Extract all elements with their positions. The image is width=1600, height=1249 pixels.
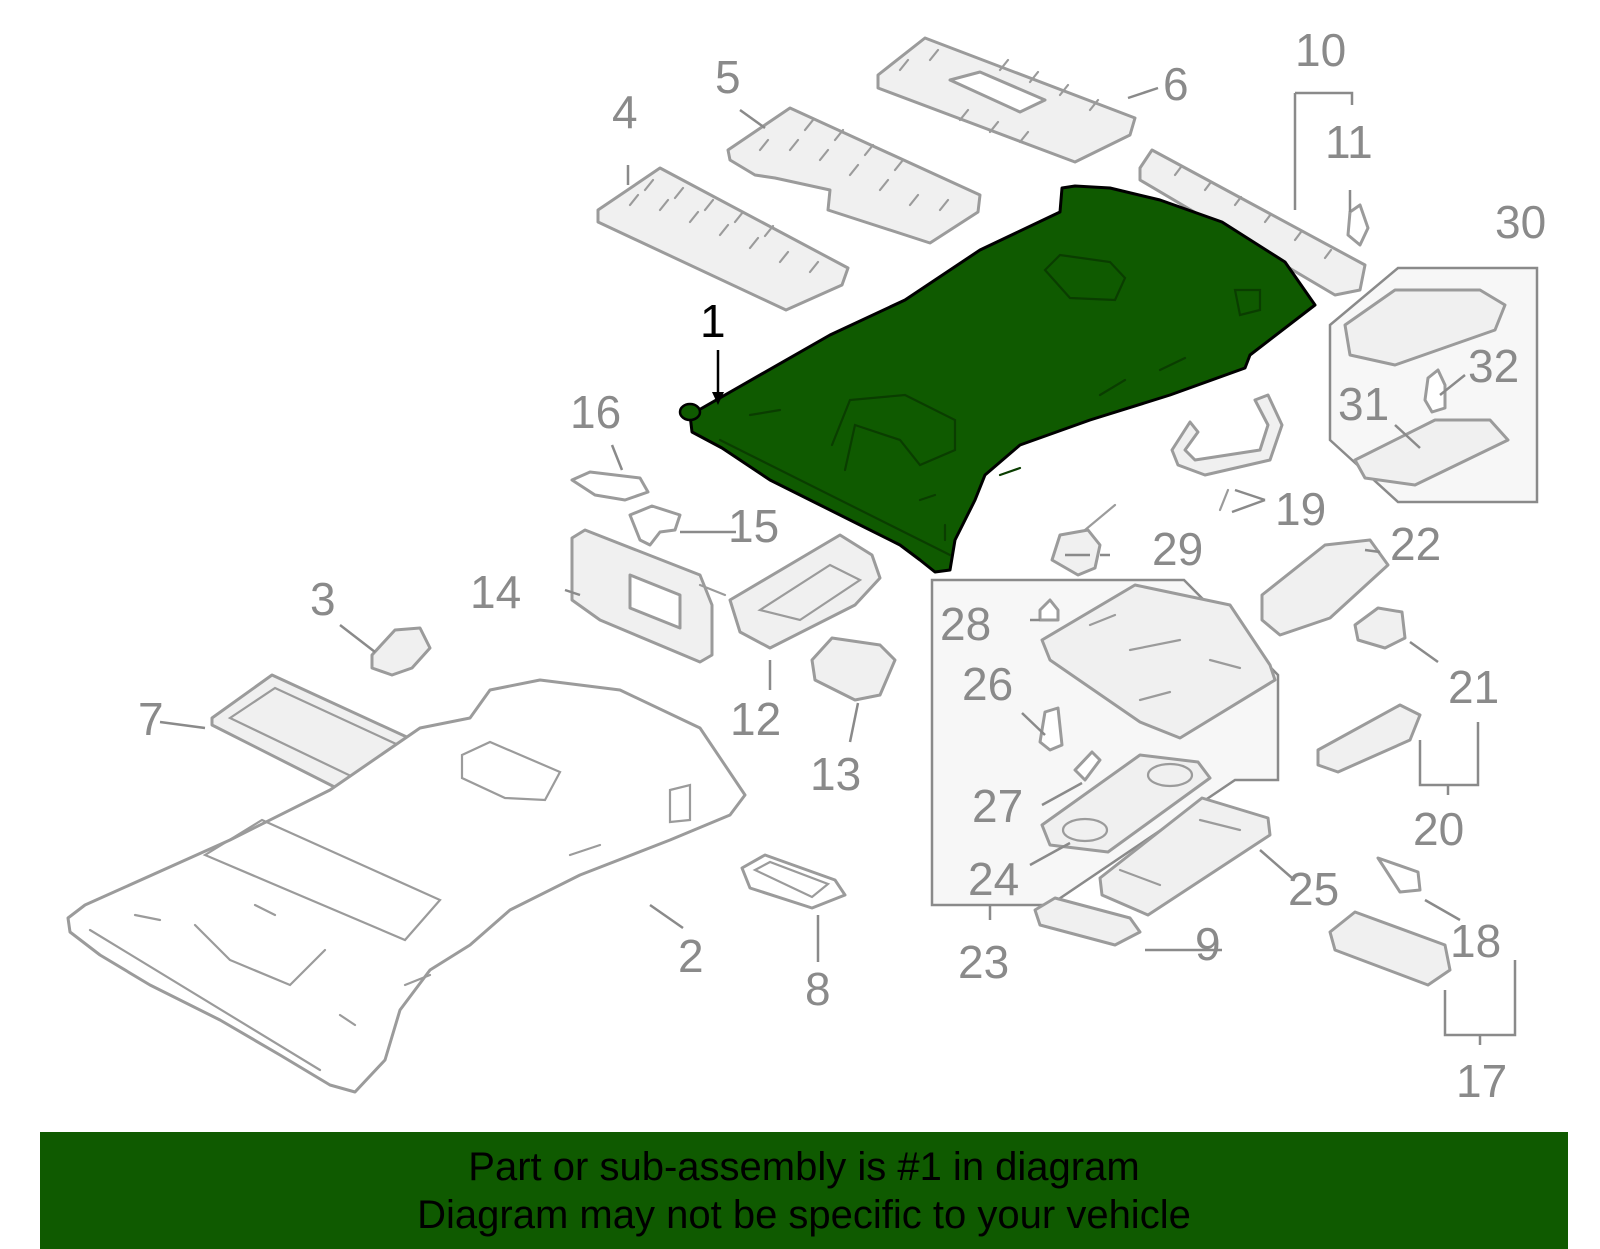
part-11-clip[interactable] (1346, 203, 1370, 247)
part-13-lamp[interactable] (810, 636, 897, 702)
callout-1: 1 (700, 295, 726, 347)
callout-29: 29 (1152, 523, 1203, 575)
callout-30: 30 (1495, 196, 1546, 248)
part-20-switch-strip[interactable] (1316, 703, 1422, 774)
part-6-insulator[interactable] (876, 36, 1137, 164)
part-3-clip[interactable] (370, 626, 432, 677)
part-19-grab-handle[interactable] (1170, 393, 1284, 512)
part-16-bracket[interactable] (570, 470, 650, 502)
callout-19: 19 (1275, 483, 1326, 535)
part-4-insulator[interactable] (596, 166, 850, 312)
callout-25: 25 (1288, 863, 1339, 915)
part-21-switch[interactable] (1353, 606, 1407, 650)
part-25-lens-panel[interactable] (1098, 796, 1272, 917)
callout-9: 9 (1195, 918, 1221, 970)
callout-32: 32 (1468, 340, 1519, 392)
part-26-bulb[interactable] (1038, 706, 1064, 752)
callout-10: 10 (1295, 24, 1346, 76)
callout-28: 28 (940, 598, 991, 650)
part-12-console-housing[interactable] (698, 533, 882, 650)
part-22-bracket[interactable] (1260, 538, 1390, 637)
part-10-rail[interactable] (1138, 148, 1367, 297)
part-23-overhead-console[interactable] (1040, 583, 1277, 740)
callout-27: 27 (972, 780, 1023, 832)
part-32-bulb[interactable] (1423, 368, 1447, 414)
callout-6: 6 (1163, 58, 1189, 110)
callout-5: 5 (715, 51, 741, 103)
part-28-clip[interactable] (1038, 598, 1060, 622)
part-24-lens[interactable] (1040, 753, 1212, 854)
part-30-console[interactable] (1343, 288, 1507, 367)
part-18-bulb[interactable] (1376, 856, 1422, 894)
part-14-sun-visor[interactable] (570, 528, 714, 664)
part-31-cover[interactable] (1353, 418, 1510, 487)
part-2-headliner-outline[interactable] (66, 678, 747, 1094)
callout-18: 18 (1450, 915, 1501, 967)
callout-2: 2 (678, 930, 704, 982)
callout-4: 4 (612, 86, 638, 138)
footer-banner: Part or sub-assembly is #1 in diagram Di… (40, 1132, 1568, 1249)
part-9-lens[interactable] (1033, 896, 1142, 947)
callout-12: 12 (730, 693, 781, 745)
callout-3: 3 (310, 573, 336, 625)
callout-21: 21 (1448, 661, 1499, 713)
part-8-seal[interactable] (740, 853, 847, 910)
callout-11: 11 (1325, 116, 1373, 168)
callout-22: 22 (1390, 518, 1441, 570)
callout-20: 20 (1413, 803, 1464, 855)
arrowhead-main-1 (712, 392, 724, 405)
banner-line-2: Diagram may not be specific to your vehi… (417, 1192, 1191, 1237)
leader-lines (159, 86, 1517, 1045)
part-17-lamp-housing[interactable] (1328, 910, 1452, 987)
callout-8: 8 (805, 963, 831, 1015)
part-29-lamp[interactable] (1050, 503, 1117, 577)
callout-7: 7 (138, 693, 164, 745)
callout-13: 13 (810, 748, 861, 800)
callout-15: 15 (728, 500, 779, 552)
callout-26: 26 (962, 658, 1013, 710)
part-5-insulator[interactable] (726, 106, 982, 245)
part-27-bulb[interactable] (1073, 750, 1102, 782)
callout-23: 23 (958, 936, 1009, 988)
callout-16: 16 (570, 386, 621, 438)
part-15-hook[interactable] (628, 504, 682, 547)
callout-14: 14 (470, 566, 521, 618)
callout-17: 17 (1456, 1055, 1507, 1107)
banner-line-1: Part or sub-assembly is #1 in diagram (468, 1144, 1140, 1189)
callout-31: 31 (1338, 378, 1389, 430)
part-1-headliner[interactable] (678, 184, 1317, 574)
callout-24: 24 (968, 853, 1019, 905)
